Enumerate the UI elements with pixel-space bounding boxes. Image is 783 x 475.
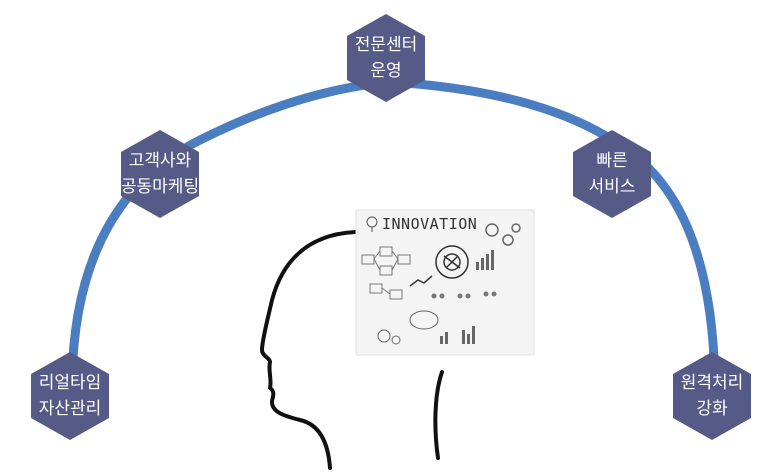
cloud-doodle — [377, 310, 439, 345]
hexagon-1 — [31, 352, 109, 440]
hexagon-2 — [121, 130, 199, 218]
hexagon-shapes — [31, 14, 751, 440]
flowchart-doodle — [361, 246, 411, 300]
node-label-co-marketing: 고객사와 공동마케팅 — [95, 148, 225, 200]
node-label-line1: 리얼타임 — [38, 373, 102, 393]
node-label-fast-service: 빠른 서비스 — [547, 148, 677, 200]
node-label-remote-processing: 원격처리 강화 — [647, 370, 777, 422]
node-label-line2: 강화 — [696, 399, 728, 419]
lightbulb-icon — [366, 216, 378, 232]
node-label-line1: 전문센터 — [354, 35, 418, 55]
node-label-line2: 자산관리 — [38, 399, 102, 419]
neck-line — [433, 370, 444, 460]
target-doodle — [435, 245, 469, 279]
node-label-realtime-asset: 리얼타임 자산관리 — [5, 370, 135, 422]
node-label-line1: 빠른 — [596, 151, 628, 171]
people-doodle — [431, 291, 497, 299]
node-label-center-operation: 전문센터 운영 — [321, 32, 451, 84]
node-label-line1: 원격처리 — [680, 373, 744, 393]
node-label-line1: 고객사와 — [128, 151, 192, 171]
hexagon-3 — [347, 14, 425, 102]
innovation-title: INNOVATION — [382, 215, 478, 233]
hexagon-4 — [573, 130, 651, 218]
gear-icon — [485, 223, 521, 246]
trend-arrow-doodle — [409, 275, 433, 287]
innovation-board — [355, 209, 535, 356]
bar-chart-doodle — [440, 250, 494, 344]
node-label-line2: 공동마케팅 — [120, 177, 200, 197]
head-silhouette — [260, 230, 357, 470]
node-label-line2: 서비스 — [588, 177, 636, 197]
node-label-line2: 운영 — [370, 61, 402, 81]
hexagon-5 — [673, 352, 751, 440]
